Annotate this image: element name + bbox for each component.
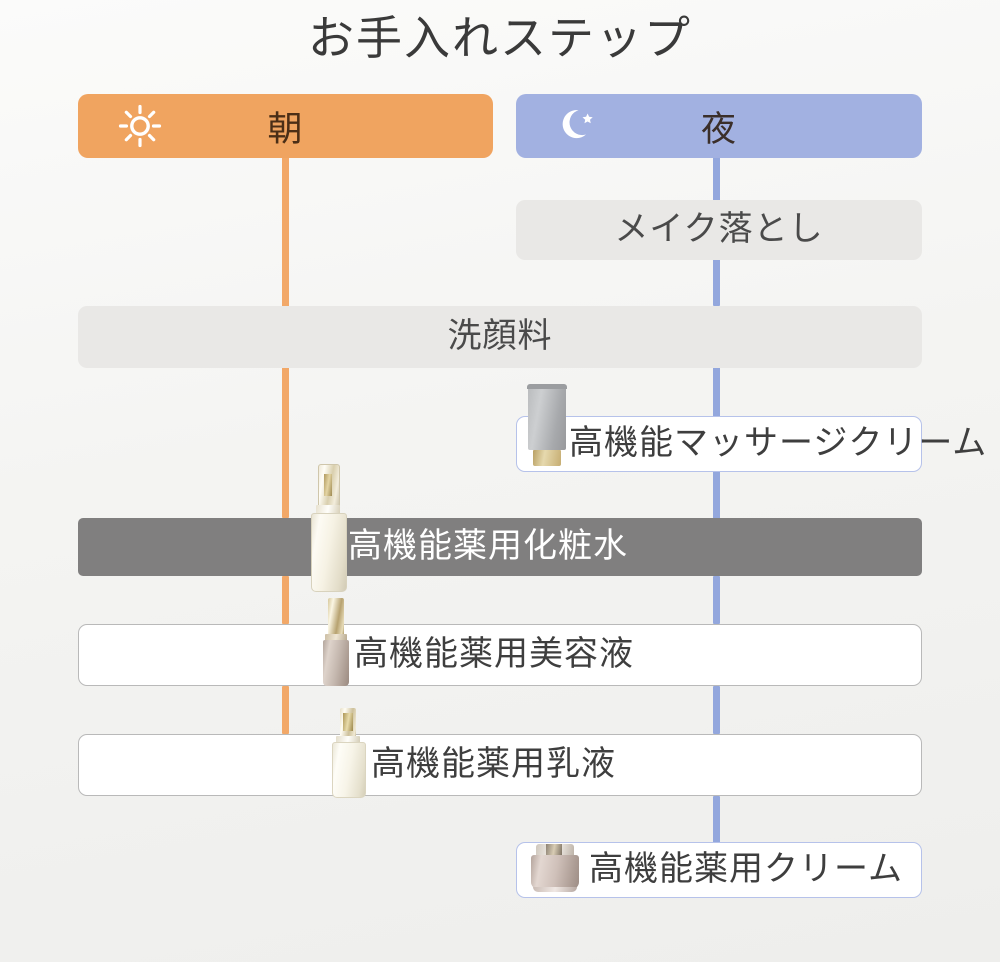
step-makeup-remover[interactable]: メイク落とし: [516, 200, 922, 260]
morning-connector-line: [282, 366, 289, 518]
column-header-night[interactable]: 夜: [516, 94, 922, 158]
night-connector-line: [713, 576, 720, 624]
step-medicated-serum[interactable]: 高機能薬用美容液: [78, 624, 922, 686]
column-header-night-label: 夜: [700, 109, 737, 149]
step-medicated-emulsion-label: 高機能薬用乳液: [371, 746, 616, 783]
step-medicated-lotion[interactable]: 高機能薬用化粧水: [78, 518, 922, 576]
step-medicated-cream-label: 高機能薬用クリーム: [589, 851, 903, 888]
step-face-wash[interactable]: 洗顔料: [78, 306, 922, 368]
night-connector-line: [713, 468, 720, 520]
night-connector-line: [713, 258, 720, 306]
night-connector-line: [713, 366, 720, 418]
step-medicated-emulsion[interactable]: 高機能薬用乳液: [78, 734, 922, 796]
morning-connector-line: [282, 686, 289, 734]
moon-star-icon: [556, 104, 600, 148]
sun-icon: [118, 104, 162, 148]
page-title: お手入れステップ: [308, 13, 692, 64]
step-massage-cream[interactable]: 高機能マッサージクリーム: [516, 416, 986, 472]
morning-connector-line: [282, 150, 289, 310]
column-header-morning-label: 朝: [267, 109, 304, 149]
night-connector-line: [713, 686, 720, 734]
column-header-morning[interactable]: 朝: [78, 94, 493, 158]
step-medicated-cream[interactable]: 高機能薬用クリーム: [516, 842, 922, 898]
step-face-wash-label: 洗顔料: [447, 318, 553, 355]
night-connector-line: [713, 796, 720, 846]
night-connector-line: [713, 150, 720, 202]
step-medicated-lotion-label: 高機能薬用化粧水: [348, 528, 628, 565]
step-makeup-remover-label: メイク落とし: [614, 211, 824, 248]
morning-connector-line: [282, 576, 289, 624]
step-massage-cream-label: 高機能マッサージクリーム: [569, 425, 988, 462]
step-medicated-serum-label: 高機能薬用美容液: [354, 636, 634, 673]
